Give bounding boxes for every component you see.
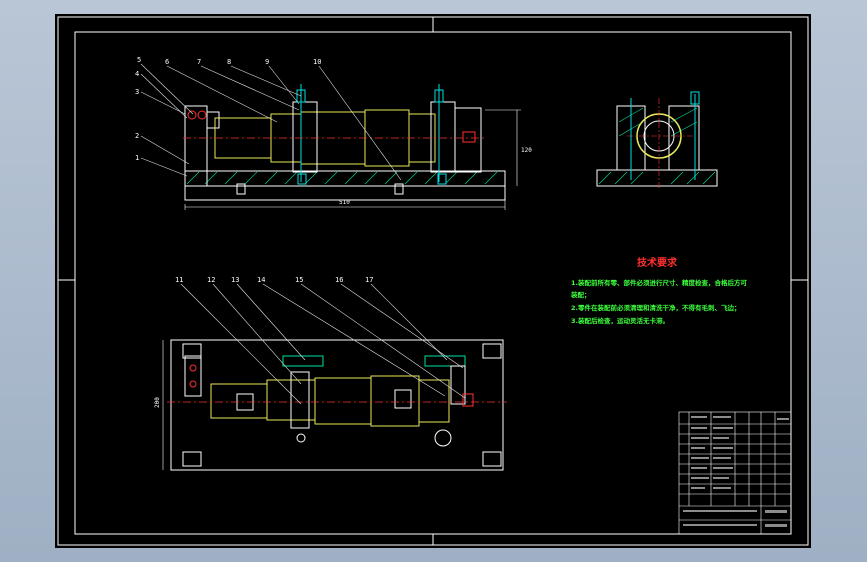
- leaders-front: [140, 63, 402, 181]
- svg-text:13: 13: [231, 276, 239, 284]
- title-block: [678, 411, 792, 535]
- title-block-fill: [683, 416, 789, 527]
- svg-text:7: 7: [197, 58, 201, 66]
- svg-text:11: 11: [175, 276, 183, 284]
- dim-height: 120: [521, 147, 532, 154]
- note-3: 3.装配后检查，运动灵活无卡滞。: [571, 316, 669, 325]
- dim-width: 200: [154, 397, 161, 408]
- side-view: [596, 91, 718, 190]
- svg-text:17: 17: [365, 276, 373, 284]
- svg-text:1: 1: [135, 154, 139, 162]
- svg-text:2: 2: [135, 132, 139, 140]
- svg-text:16: 16: [335, 276, 343, 284]
- plan-view: 200: [154, 339, 507, 471]
- tech-title: 技术要求: [637, 256, 678, 269]
- svg-text:4: 4: [135, 70, 139, 78]
- centering-marks: [58, 17, 808, 545]
- note-1b: 装配；: [570, 290, 591, 299]
- svg-text:5: 5: [137, 56, 141, 64]
- svg-text:9: 9: [265, 58, 269, 66]
- balloons-plan: 11 12 13 14 15 16 17: [175, 276, 373, 284]
- cad-viewport[interactable]: 510 120 5 6 7 8 9 10 4 3 2 1: [55, 14, 811, 548]
- leaders-plan: [180, 283, 466, 405]
- note-1: 1.装配前所有零、部件必须进行尺寸、精度检查，合格后方可: [571, 278, 747, 287]
- balloons-left: 4 3 2 1: [135, 70, 139, 162]
- svg-text:14: 14: [257, 276, 265, 284]
- svg-text:12: 12: [207, 276, 215, 284]
- tech-requirements: 技术要求 1.装配前所有零、部件必须进行尺寸、精度检查，合格后方可 装配； 2.…: [570, 256, 747, 325]
- balloons-top: 5 6 7 8 9 10: [137, 56, 321, 66]
- svg-text:8: 8: [227, 58, 231, 66]
- drawing-canvas: 510 120 5 6 7 8 9 10 4 3 2 1: [57, 16, 809, 546]
- svg-text:3: 3: [135, 88, 139, 96]
- dim-overall-length: 510: [339, 199, 350, 206]
- svg-text:15: 15: [295, 276, 303, 284]
- svg-text:6: 6: [165, 58, 169, 66]
- note-2: 2.零件在装配前必须清理和清洗干净，不得有毛刺、飞边；: [571, 303, 741, 312]
- front-view: 510 120: [183, 84, 532, 210]
- svg-text:10: 10: [313, 58, 321, 66]
